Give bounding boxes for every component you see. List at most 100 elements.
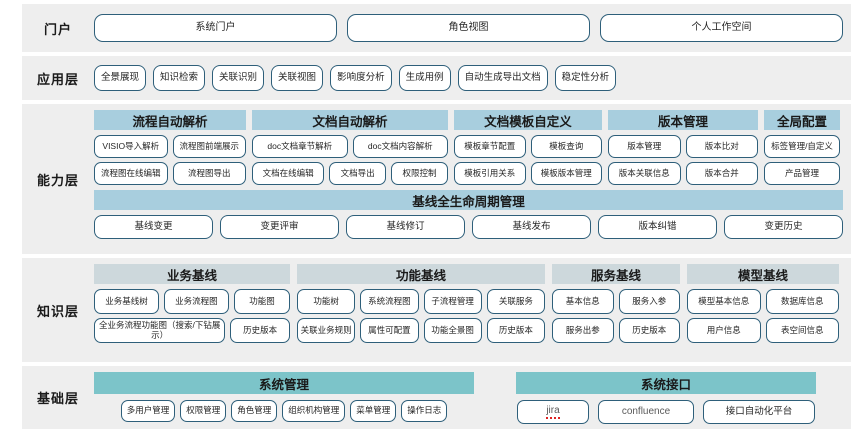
know-item-basic-info[interactable]: 基本信息: [552, 289, 614, 314]
capability-lifecycle-block: 基线全生命周期管理 基线变更 变更评审 基线修订 基线发布 版本纠错 变更历史: [94, 190, 843, 239]
cap-item-flowchart-online-edit[interactable]: 流程图在线编辑: [94, 162, 168, 185]
know-item-history-version[interactable]: 历史版本: [486, 318, 545, 343]
jira-logo-text: jira: [546, 405, 560, 420]
know-item-user-info[interactable]: 用户信息: [687, 318, 761, 343]
capability-groups: 流程自动解析 VISIO导入解析 流程图前端展示 流程图在线编辑 流程图导出 文…: [94, 110, 843, 185]
cap-item-visio-import-parse[interactable]: VISIO导入解析: [94, 135, 168, 158]
base-item-confluence[interactable]: confluence: [598, 400, 694, 424]
know-item-subprocess-manage[interactable]: 子流程管理: [423, 289, 482, 314]
layer-application: 应用层 全景展现 知识检索 关联识别 关联视图 影响度分析 生成用例 自动生成导…: [22, 56, 851, 100]
know-item-attribute-configurable[interactable]: 属性可配置: [360, 318, 419, 343]
capability-row: VISIO导入解析 流程图前端展示: [94, 135, 246, 158]
layer-label-portal: 门户: [43, 21, 72, 37]
know-item-business-flowchart[interactable]: 业务流程图: [163, 289, 229, 314]
cap-item-version-relation-info[interactable]: 版本关联信息: [608, 162, 681, 185]
app-item-relation-view[interactable]: 关联视图: [271, 65, 324, 91]
cap-item-doc-online-edit[interactable]: 文档在线编辑: [252, 162, 325, 185]
confluence-logo-text: confluence: [621, 405, 671, 417]
cap-item-tag-manage-custom[interactable]: 标签管理/自定义: [764, 135, 840, 158]
layer-body-application: 全景展现 知识检索 关联识别 关联视图 影响度分析 生成用例 自动生成导出文档 …: [94, 56, 851, 100]
capability-row: doc文档章节解析 doc文档内容解析: [252, 135, 448, 158]
lifecycle-item-version-correction[interactable]: 版本纠错: [598, 215, 717, 239]
layer-body-knowledge: 业务基线 业务基线树 业务流程图 功能图 全业务流程功能图（搜索/下钻展示） 历…: [94, 258, 851, 362]
lifecycle-item-baseline-revision[interactable]: 基线修订: [346, 215, 465, 239]
knowledge-group-service-baseline: 服务基线 基本信息 服务入参 服务出参 历史版本: [552, 264, 680, 343]
know-item-service-output-param[interactable]: 服务出参: [552, 318, 614, 343]
cap-item-product-manage[interactable]: 产品管理: [764, 162, 840, 185]
lifecycle-item-change-history[interactable]: 变更历史: [724, 215, 843, 239]
base-item-role-manage[interactable]: 角色管理: [231, 400, 278, 422]
know-item-history-version[interactable]: 历史版本: [618, 318, 680, 343]
cap-item-template-query[interactable]: 模板查询: [530, 135, 602, 158]
lifecycle-item-baseline-release[interactable]: 基线发布: [472, 215, 591, 239]
portal-item-role-view[interactable]: 角色视图: [347, 14, 590, 42]
base-item-interface-automation-platform[interactable]: 接口自动化平台: [703, 400, 815, 424]
cap-item-doc-content-parse[interactable]: doc文档内容解析: [352, 135, 448, 158]
know-item-function-chart[interactable]: 功能图: [233, 289, 291, 314]
app-item-stability-analysis[interactable]: 稳定性分析: [554, 65, 617, 91]
know-item-system-flowchart[interactable]: 系统流程图: [360, 289, 419, 314]
know-item-related-business-rule[interactable]: 关联业务规则: [297, 318, 356, 343]
app-item-generate-usecase[interactable]: 生成用例: [398, 65, 451, 91]
know-item-function-tree[interactable]: 功能树: [297, 289, 356, 314]
portal-item-system-portal[interactable]: 系统门户: [94, 14, 337, 42]
capability-row: 模板章节配置 模板查询: [454, 135, 602, 158]
base-item-menu-manage[interactable]: 菜单管理: [350, 400, 397, 422]
know-item-service-input-param[interactable]: 服务入参: [618, 289, 680, 314]
know-item-full-business-process-function-chart[interactable]: 全业务流程功能图（搜索/下钻展示）: [94, 318, 226, 343]
know-item-database-info[interactable]: 数据库信息: [765, 289, 839, 314]
cap-item-doc-export[interactable]: 文档导出: [329, 162, 387, 185]
capability-group-template-custom: 文档模板自定义 模板章节配置 模板查询 模板引用关系 模板版本管理: [454, 110, 602, 185]
know-item-tablespace-info[interactable]: 表空间信息: [765, 318, 839, 343]
know-item-related-service[interactable]: 关联服务: [486, 289, 545, 314]
knowledge-group-model-baseline: 模型基线 模型基本信息 数据库信息 用户信息 表空间信息: [687, 264, 839, 343]
lifecycle-item-change-review[interactable]: 变更评审: [220, 215, 339, 239]
foundation-row: jira confluence 接口自动化平台: [516, 400, 816, 424]
cap-item-version-merge[interactable]: 版本合并: [685, 162, 758, 185]
know-item-model-basic-info[interactable]: 模型基本信息: [687, 289, 761, 314]
capability-row: 文档在线编辑 文档导出 权限控制: [252, 162, 448, 185]
app-item-auto-export-doc[interactable]: 自动生成导出文档: [457, 65, 548, 91]
cap-item-version-compare[interactable]: 版本比对: [685, 135, 758, 158]
app-item-panorama[interactable]: 全景展现: [94, 65, 147, 91]
cap-item-version-manage[interactable]: 版本管理: [608, 135, 681, 158]
capability-group-process-parsing: 流程自动解析 VISIO导入解析 流程图前端展示 流程图在线编辑 流程图导出: [94, 110, 246, 185]
base-item-multi-user-manage[interactable]: 多用户管理: [120, 400, 176, 422]
knowledge-row: 用户信息 表空间信息: [687, 318, 839, 343]
cap-item-template-version-manage[interactable]: 模板版本管理: [530, 162, 602, 185]
know-item-function-panorama[interactable]: 功能全景图: [423, 318, 482, 343]
foundation-group-system-manage: 系统管理 多用户管理 权限管理 角色管理 组织机构管理 菜单管理 操作日志: [94, 372, 474, 422]
base-item-org-structure-manage[interactable]: 组织机构管理: [282, 400, 346, 422]
base-item-operation-log[interactable]: 操作日志: [401, 400, 448, 422]
app-item-relation-recognition[interactable]: 关联识别: [212, 65, 265, 91]
cap-item-template-chapter-config[interactable]: 模板章节配置: [454, 135, 526, 158]
base-item-jira[interactable]: jira: [517, 400, 589, 424]
lifecycle-item-baseline-change[interactable]: 基线变更: [94, 215, 213, 239]
knowledge-row: 服务出参 历史版本: [552, 318, 680, 343]
foundation-group-system-interface: 系统接口 jira confluence 接口自动化平台: [516, 372, 816, 424]
cap-item-doc-chapter-parse[interactable]: doc文档章节解析: [252, 135, 348, 158]
knowledge-row: 业务基线树 业务流程图 功能图: [94, 289, 291, 314]
app-item-impact-analysis[interactable]: 影响度分析: [330, 65, 392, 91]
base-item-permission-manage[interactable]: 权限管理: [180, 400, 227, 422]
cap-item-template-reference-relation[interactable]: 模板引用关系: [454, 162, 526, 185]
foundation-row: 多用户管理 权限管理 角色管理 组织机构管理 菜单管理 操作日志: [94, 400, 474, 422]
knowledge-row: 全业务流程功能图（搜索/下钻展示） 历史版本: [94, 318, 290, 343]
group-title-system-interface: 系统接口: [516, 372, 816, 394]
capability-row: 产品管理: [764, 162, 840, 185]
cap-item-permission-control[interactable]: 权限控制: [391, 162, 448, 185]
capability-row: 版本管理 版本比对: [608, 135, 758, 158]
knowledge-group-business-baseline: 业务基线 业务基线树 业务流程图 功能图 全业务流程功能图（搜索/下钻展示） 历…: [94, 264, 291, 343]
cap-item-flowchart-export[interactable]: 流程图导出: [172, 162, 246, 185]
layer-label-knowledge: 知识层: [36, 303, 79, 319]
know-item-history-version[interactable]: 历史版本: [230, 318, 290, 343]
know-item-business-baseline-tree[interactable]: 业务基线树: [94, 289, 159, 314]
app-item-knowledge-search[interactable]: 知识检索: [153, 65, 206, 91]
group-title-system-manage: 系统管理: [94, 372, 474, 394]
cap-item-flowchart-frontend-display[interactable]: 流程图前端展示: [172, 135, 246, 158]
knowledge-row: 关联业务规则 属性可配置 功能全景图 历史版本: [297, 318, 545, 343]
layer-label-capability: 能力层: [36, 172, 79, 188]
capability-row: 版本关联信息 版本合并: [608, 162, 758, 185]
knowledge-row: 模型基本信息 数据库信息: [687, 289, 839, 314]
portal-item-personal-workspace[interactable]: 个人工作空间: [600, 14, 843, 42]
